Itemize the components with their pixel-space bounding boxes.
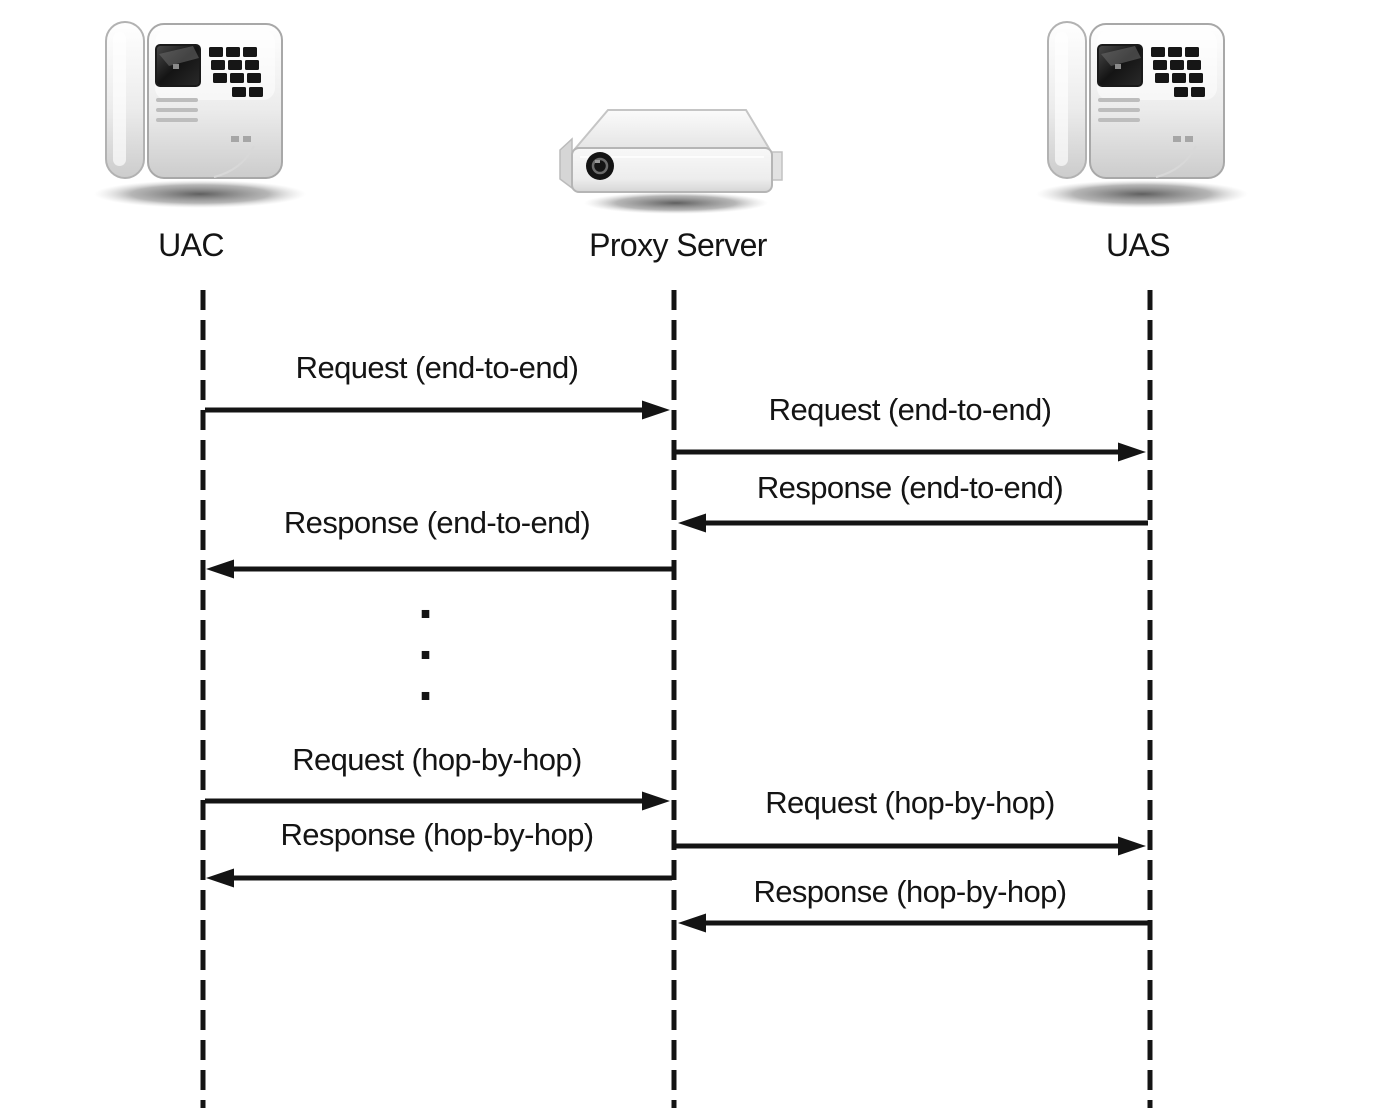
uac-phone-icon	[93, 21, 307, 209]
message-label-request-e2e-right: Request (end-to-end)	[768, 392, 1052, 427]
arrow-request-e2e-proxy-to-uas	[676, 442, 1146, 462]
proxy-server-icon	[559, 109, 783, 214]
server-front-face	[571, 147, 773, 193]
server-knob	[586, 152, 614, 180]
arrow-response-hbh-uas-to-proxy	[678, 913, 1148, 933]
arrow-response-e2e-proxy-to-uac	[206, 559, 672, 579]
message-label-response-e2e-right: Response (end-to-end)	[756, 470, 1064, 505]
vertical-ellipsis: · · ·	[418, 584, 436, 726]
message-label-response-hbh-left: Response (hop-by-hop)	[280, 817, 594, 852]
message-label-request-e2e-left: Request (end-to-end)	[295, 350, 579, 385]
message-label-response-e2e-left: Response (end-to-end)	[283, 505, 591, 540]
arrow-response-e2e-uas-to-proxy	[678, 513, 1148, 533]
uac-label: UAC	[158, 227, 224, 263]
server-top-face	[571, 109, 772, 151]
ellipsis-dot: ·	[418, 666, 436, 726]
message-label-request-hbh-right: Request (hop-by-hop)	[765, 785, 1055, 820]
arrow-request-hbh-proxy-to-uas	[676, 836, 1146, 856]
arrow-response-hbh-proxy-to-uac	[206, 868, 672, 888]
message-label-request-hbh-left: Request (hop-by-hop)	[292, 742, 582, 777]
server-side-face	[559, 137, 573, 190]
proxy-server-label: Proxy Server	[589, 227, 767, 263]
uas-label: UAS	[1106, 227, 1171, 263]
uas-phone-icon	[1035, 21, 1249, 209]
ellipsis-dot: ·	[418, 625, 436, 685]
ellipsis-dot: ·	[418, 584, 436, 644]
message-label-response-hbh-right: Response (hop-by-hop)	[753, 874, 1067, 909]
arrow-request-hbh-uac-to-proxy	[205, 791, 670, 811]
arrow-request-e2e-uac-to-proxy	[205, 400, 670, 420]
